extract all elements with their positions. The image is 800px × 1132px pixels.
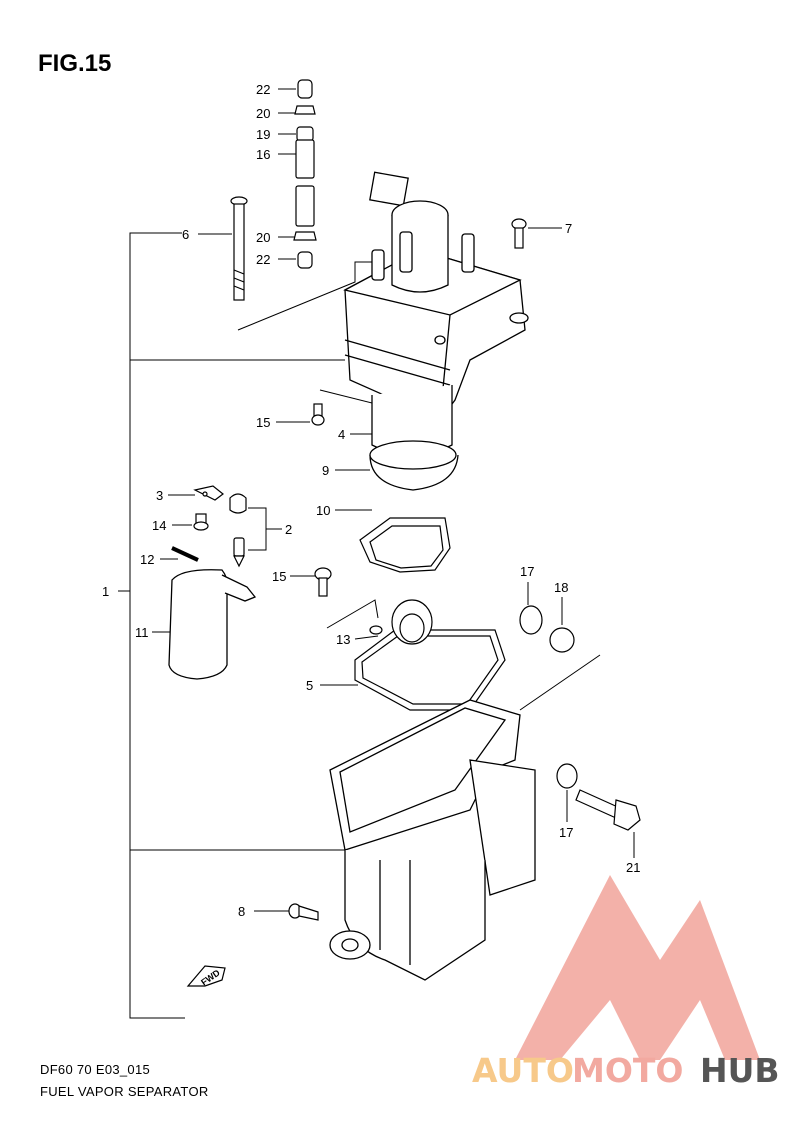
assembly-bracket: [118, 232, 345, 1019]
callout-8: 8: [238, 904, 245, 919]
callout-12: 12: [140, 552, 154, 567]
callout-4: 4: [338, 427, 345, 442]
hose-assembly: [293, 79, 317, 269]
watermark-part3: HUB: [700, 1051, 780, 1090]
callout-16: 16: [256, 147, 270, 162]
figure-title: FIG.15: [38, 50, 112, 77]
watermark-logo: AUTO MOTO HUB: [472, 875, 780, 1090]
callout-5: 5: [306, 678, 313, 693]
callout-13: 13: [336, 632, 350, 647]
figure-name: FUEL VAPOR SEPARATOR: [40, 1084, 209, 1099]
callout-11: 11: [135, 625, 149, 640]
screw-7: [511, 218, 527, 249]
watermark-part2: MOTO: [572, 1051, 683, 1090]
hose-16-lower: [295, 185, 315, 227]
lower-housing: [329, 699, 536, 981]
callout-1: 1: [102, 584, 109, 599]
callout-15b: 15: [272, 569, 286, 584]
callout-labels: 22 20 19 16 6 20 22 7 15 4 9 3 14 2 12 1…: [102, 82, 640, 919]
upper-pump-body: [343, 171, 529, 491]
watermark-part1: AUTO: [472, 1051, 574, 1090]
clamp-20-top: [294, 105, 316, 115]
callout-15a: 15: [256, 415, 270, 430]
cap-22-bottom: [297, 251, 313, 269]
callout-20b: 20: [256, 230, 270, 245]
bolt-21: [575, 789, 641, 831]
float-11: [168, 569, 257, 680]
callout-17b: 17: [559, 825, 573, 840]
screw-8: [288, 903, 319, 921]
callout-14: 14: [152, 518, 166, 533]
callout-18: 18: [554, 580, 568, 595]
callout-21: 21: [626, 860, 640, 875]
gasket-10: [359, 517, 451, 573]
callout-22a: 22: [256, 82, 270, 97]
watermark-triangle-icon: [515, 875, 760, 1060]
callout-9: 9: [322, 463, 329, 478]
callout-7: 7: [565, 221, 572, 236]
clamp-20-bottom: [293, 231, 317, 241]
callout-6: 6: [182, 227, 189, 242]
part-13-and-gasket-5: [354, 599, 506, 711]
callout-22b: 22: [256, 252, 270, 267]
screw-15-upper: [311, 403, 325, 426]
grommets: [519, 605, 578, 789]
screw-15-lower: [314, 567, 332, 597]
long-bolt-6: [230, 196, 248, 301]
callout-10: 10: [316, 503, 330, 518]
callout-17a: 17: [520, 564, 534, 579]
cap-22-top: [297, 79, 313, 99]
callout-2: 2: [285, 522, 292, 537]
callout-3: 3: [156, 488, 163, 503]
hose-16-upper: [295, 139, 315, 179]
callout-20a: 20: [256, 106, 270, 121]
callout-19: 19: [256, 127, 270, 142]
small-parts-left: [171, 485, 247, 568]
fwd-arrow-icon: FWD: [186, 965, 226, 988]
figure-code: DF60 70 E03_015: [40, 1062, 151, 1077]
